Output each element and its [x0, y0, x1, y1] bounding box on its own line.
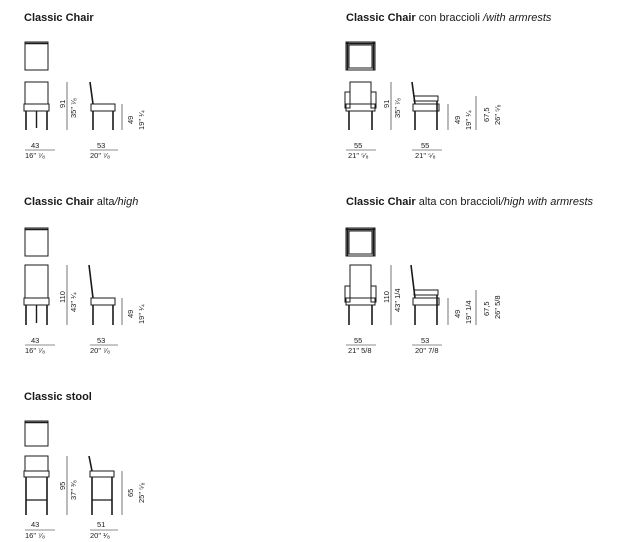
- svg-text:19" ¹⁄₄: 19" ¹⁄₄: [137, 304, 146, 324]
- title-classic-chair: Classic Chair: [24, 12, 94, 24]
- svg-text:95: 95: [58, 482, 67, 490]
- svg-text:26" ⁵⁄₈: 26" ⁵⁄₈: [493, 104, 502, 125]
- svg-text:51: 51: [97, 520, 105, 529]
- svg-text:20" 7/8: 20" 7/8: [415, 346, 439, 355]
- height-in: 35" ⁷⁄₈: [69, 98, 78, 118]
- svg-text:19" ¹⁄₄: 19" ¹⁄₄: [464, 110, 473, 130]
- svg-text:53: 53: [421, 336, 429, 345]
- svg-text:55: 55: [354, 336, 362, 345]
- svg-text:25" ⁵⁄₈: 25" ⁵⁄₈: [137, 482, 146, 503]
- armchair-front-view: [344, 81, 377, 130]
- depth-cm: 53: [97, 141, 105, 150]
- svg-text:20" ⁷⁄₈: 20" ⁷⁄₈: [90, 346, 110, 355]
- high-chair-front-view: [23, 264, 50, 325]
- svg-text:35" ⁷⁄₈: 35" ⁷⁄₈: [393, 98, 402, 118]
- drawing-classic-stool: 43 16" ⁷⁄₈ 51 20" ¹⁄₈ 95 37" ³⁄₈ 65 25" …: [23, 420, 146, 540]
- title-classic-stool: Classic stool: [24, 391, 92, 403]
- svg-text:91: 91: [382, 100, 391, 108]
- svg-text:67,5: 67,5: [482, 107, 491, 122]
- high-armchair-top-view: [345, 227, 376, 257]
- svg-text:21" ⁵⁄₈: 21" ⁵⁄₈: [348, 151, 369, 160]
- stool-front-view: [23, 455, 50, 515]
- drawing-classic-chair-high-armrests: 55 21" 5/8 53 20" 7/8 110 43" 1/4 49 19"…: [344, 227, 502, 355]
- svg-text:43" ¹⁄₄: 43" ¹⁄₄: [69, 292, 78, 312]
- high-chair-side-view: [88, 264, 116, 325]
- armchair-side-view: [411, 81, 440, 130]
- svg-text:26" 5/8: 26" 5/8: [493, 295, 502, 319]
- seat-cm: 49: [126, 116, 135, 124]
- title-classic-chair-high-armrests: Classic Chair alta con braccioli/high wi…: [346, 196, 594, 208]
- width-in: 16" ⁷⁄₈: [25, 151, 45, 160]
- chair-front-view: [23, 81, 50, 130]
- chair-top-view: [24, 41, 49, 71]
- svg-text:55: 55: [421, 141, 429, 150]
- drawing-classic-chair-high: 43 16" ⁷⁄₈ 53 20" ⁷⁄₈ 110 43" ¹⁄₄ 49 19"…: [23, 227, 146, 355]
- svg-text:43: 43: [31, 336, 39, 345]
- svg-text:49: 49: [453, 310, 462, 318]
- svg-text:49: 49: [453, 116, 462, 124]
- svg-text:53: 53: [97, 336, 105, 345]
- svg-text:65: 65: [126, 489, 135, 497]
- svg-text:19" 1/4: 19" 1/4: [464, 300, 473, 324]
- svg-text:49: 49: [126, 310, 135, 318]
- svg-text:43: 43: [31, 520, 39, 529]
- svg-text:21" ⁵⁄₈: 21" ⁵⁄₈: [415, 151, 436, 160]
- chair-side-view: [89, 81, 116, 130]
- drawing-classic-chair-armrests: 55 21" ⁵⁄₈ 55 21" ⁵⁄₈ 91 35" ⁷⁄₈ 49 19" …: [344, 41, 502, 160]
- svg-text:21" 5/8: 21" 5/8: [348, 346, 372, 355]
- high-armchair-front-view: [344, 264, 377, 325]
- svg-text:16" ⁷⁄₈: 16" ⁷⁄₈: [25, 346, 45, 355]
- svg-text:110: 110: [58, 291, 67, 303]
- height-cm: 91: [58, 100, 67, 108]
- width-cm: 43: [31, 141, 39, 150]
- svg-text:67,5: 67,5: [482, 301, 491, 316]
- svg-text:55: 55: [354, 141, 362, 150]
- depth-in: 20" ⁷⁄₈: [90, 151, 110, 160]
- high-armchair-side-view: [410, 264, 440, 325]
- svg-text:110: 110: [382, 291, 391, 303]
- armchair-top-view: [345, 41, 376, 71]
- title-classic-chair-armrests: Classic Chair con braccioli /with armres…: [346, 12, 552, 24]
- seat-in: 19" ¹⁄₄: [137, 110, 146, 130]
- stool-side-view: [88, 455, 115, 515]
- svg-text:43" 1/4: 43" 1/4: [393, 288, 402, 312]
- drawing-classic-chair: 43 16" ⁷⁄₈ 53 20" ⁷⁄₈ 91 35" ⁷⁄₈ 49 19" …: [23, 41, 146, 160]
- title-classic-chair-high: Classic Chair alta/high: [24, 196, 139, 208]
- svg-text:37" ³⁄₈: 37" ³⁄₈: [69, 480, 78, 500]
- svg-text:20" ¹⁄₈: 20" ¹⁄₈: [90, 531, 110, 540]
- svg-text:16" ⁷⁄₈: 16" ⁷⁄₈: [25, 531, 45, 540]
